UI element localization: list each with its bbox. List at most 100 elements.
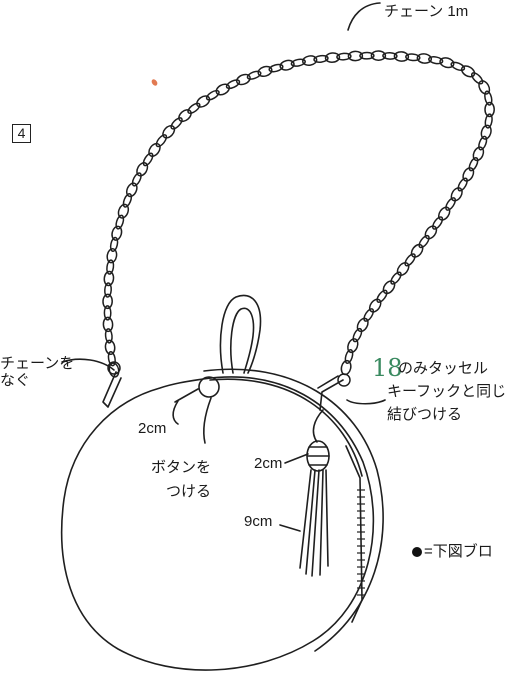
chain-link bbox=[336, 52, 352, 61]
chain-link bbox=[432, 216, 444, 230]
tassel-fringe bbox=[299, 469, 329, 577]
chain-link bbox=[437, 206, 451, 221]
chain-link bbox=[376, 289, 388, 303]
chain-link bbox=[131, 172, 142, 187]
chain-link bbox=[382, 280, 396, 295]
chain-link bbox=[484, 90, 493, 106]
chain-link bbox=[103, 305, 112, 321]
bag-body bbox=[60, 376, 375, 671]
chain-link bbox=[480, 124, 492, 140]
chain-link bbox=[460, 65, 476, 78]
tassel-length-label: 9cm bbox=[244, 513, 273, 530]
chain-link bbox=[445, 197, 457, 211]
chain-link bbox=[390, 271, 402, 285]
chain-link bbox=[196, 95, 211, 108]
chain-link bbox=[142, 152, 154, 167]
chain-link bbox=[324, 52, 341, 63]
chain-link bbox=[478, 135, 488, 151]
chain-link bbox=[344, 348, 354, 365]
chain-link bbox=[472, 146, 485, 162]
chain-link bbox=[148, 142, 161, 157]
connect-chain-label-2: なぐ bbox=[0, 372, 31, 389]
chain-link bbox=[404, 253, 416, 267]
right-strap-tab bbox=[319, 379, 344, 411]
tassel-note-line3: 結びつける bbox=[387, 406, 463, 423]
chain-link bbox=[352, 327, 363, 343]
chain-link bbox=[117, 203, 130, 219]
left-strap-tab bbox=[102, 371, 122, 408]
chain-link bbox=[396, 262, 410, 276]
chain-link bbox=[428, 56, 444, 65]
chain-link bbox=[106, 259, 115, 275]
chain-link bbox=[104, 339, 116, 356]
chain-link bbox=[382, 51, 398, 60]
chain-link bbox=[215, 83, 231, 96]
chain-link bbox=[257, 65, 273, 78]
chain-link bbox=[359, 51, 375, 60]
chain-link bbox=[187, 102, 201, 115]
bag-gusset bbox=[203, 368, 384, 652]
chain-link bbox=[104, 282, 112, 298]
tassel-number: 18 bbox=[372, 354, 403, 382]
chain-link bbox=[246, 70, 262, 80]
chain-link bbox=[102, 316, 114, 333]
chain-link bbox=[122, 193, 133, 208]
button-attach-line2: つける bbox=[166, 483, 212, 500]
chain-length-label: チェーン 1m bbox=[384, 3, 469, 20]
chain-link bbox=[302, 55, 318, 67]
chain-link bbox=[468, 157, 479, 172]
chain-link bbox=[368, 298, 382, 313]
button-attach-line1: ボタンを bbox=[151, 459, 212, 476]
chain-link bbox=[235, 73, 251, 86]
chain-link bbox=[178, 109, 192, 123]
chain-link bbox=[103, 270, 115, 287]
step-number-box: 4 bbox=[12, 124, 31, 143]
chain-link bbox=[268, 63, 284, 73]
button-circle bbox=[198, 376, 220, 398]
chain-link bbox=[205, 89, 220, 101]
chain-link bbox=[136, 162, 149, 177]
chain-link bbox=[125, 182, 138, 198]
chain-link bbox=[356, 317, 369, 333]
connect-chain-label: チェーンを bbox=[0, 355, 75, 372]
chain-link bbox=[410, 243, 424, 258]
chain-link bbox=[115, 214, 125, 230]
chain-link bbox=[107, 351, 116, 367]
chain-link bbox=[393, 51, 410, 62]
chain-link bbox=[439, 57, 455, 69]
chain-link bbox=[313, 54, 329, 63]
tassel-note-line2: キーフックと同じ bbox=[387, 383, 507, 400]
tassel-cord bbox=[312, 409, 324, 443]
chain-link bbox=[457, 177, 468, 192]
chain-link bbox=[170, 117, 183, 130]
chain-link bbox=[478, 80, 491, 95]
chain-link bbox=[471, 72, 484, 85]
chain-link bbox=[111, 225, 123, 241]
chain-link bbox=[347, 338, 359, 354]
legend-label: =下図ブロ bbox=[424, 543, 493, 560]
button-distance-label: 2cm bbox=[138, 420, 167, 437]
chain-link bbox=[424, 225, 438, 240]
chain-link bbox=[225, 79, 241, 90]
tassel-head-label: 2cm bbox=[254, 455, 283, 472]
chain-link bbox=[363, 308, 375, 322]
chain-link bbox=[450, 187, 463, 202]
chain-link bbox=[279, 59, 295, 71]
chain-link bbox=[104, 328, 113, 344]
chain-link bbox=[109, 236, 119, 253]
chain-link bbox=[405, 53, 421, 62]
chain-link bbox=[102, 293, 113, 310]
chain-link bbox=[162, 124, 176, 139]
chain-link bbox=[416, 53, 433, 64]
chain-link bbox=[462, 167, 475, 182]
chain-end-ring bbox=[107, 361, 121, 375]
top-loop bbox=[219, 294, 262, 374]
chain-link bbox=[106, 248, 118, 264]
chain-link bbox=[370, 50, 387, 61]
chain-end-ring bbox=[337, 373, 351, 387]
chain-link bbox=[484, 101, 495, 118]
tassel-note-line1: のみタッセル bbox=[398, 360, 489, 377]
chain-link bbox=[290, 58, 306, 67]
legend-dot bbox=[412, 547, 422, 557]
